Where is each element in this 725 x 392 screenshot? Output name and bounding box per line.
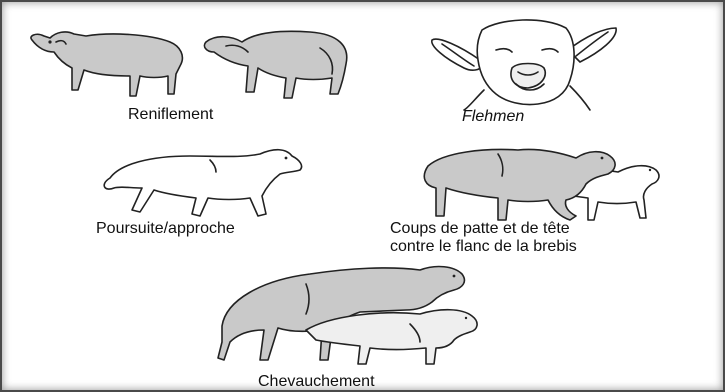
panel-flehmen: Flehmen [420,10,650,130]
sheep-sniffing-illustration [20,18,360,108]
panel-poursuite: Poursuite/approche [90,138,360,248]
ram-approaching-illustration [90,138,360,228]
caption-poursuite: Poursuite/approche [96,220,235,238]
caption-chevauchement: Chevauchement [258,373,375,391]
ram-pawing-ewe-illustration [388,138,688,228]
panel-coups: Coups de patte et de tête contre le flan… [388,138,688,258]
ram-mounting-ewe-illustration [210,260,500,372]
caption-coups-line2: contre le flanc de la brebis [390,238,577,256]
ram-head-flehmen-illustration [420,10,650,110]
caption-flehmen: Flehmen [462,108,524,126]
panel-reniflement: Reniflement [20,18,360,128]
panel-chevauchement: Chevauchement [210,260,500,392]
caption-coups-line1: Coups de patte et de tête [390,220,570,238]
caption-reniflement: Reniflement [128,106,213,124]
